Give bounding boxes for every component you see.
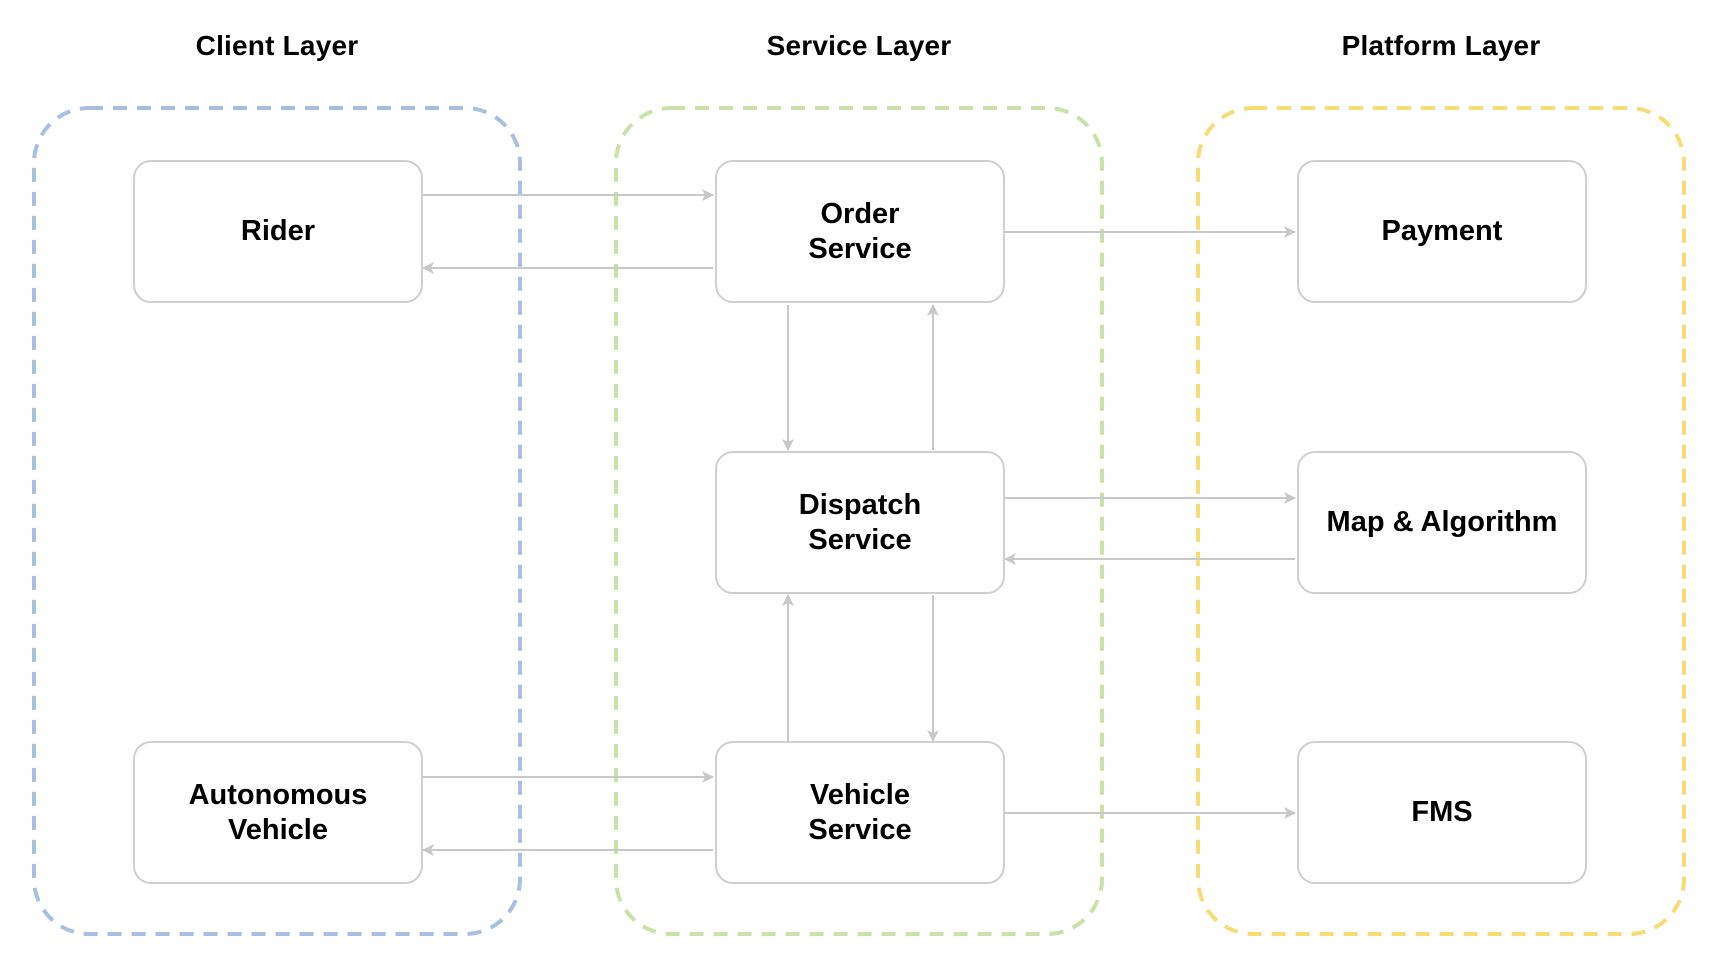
order-service-label: Order Service [808, 197, 912, 265]
rider-label: Rider [240, 215, 316, 247]
map-algorithm-label: Map & Algorithm [1326, 506, 1558, 538]
fms-label: FMS [1411, 796, 1473, 828]
autonomous-vehicle-node: Autonomous Vehicle [133, 741, 423, 884]
dispatch-service-label: Dispatch Service [798, 488, 922, 556]
fms-node: FMS [1297, 741, 1587, 884]
service-layer-group [614, 106, 1104, 936]
platform-layer-title: Platform Layer [1341, 30, 1541, 61]
payment-label: Payment [1381, 215, 1503, 247]
dispatch-service-node: Dispatch Service [715, 451, 1005, 594]
rider-node: Rider [133, 160, 423, 303]
order-service-node: Order Service [715, 160, 1005, 303]
client-layer-group [32, 106, 522, 936]
vehicle-service-label: Vehicle Service [808, 778, 912, 846]
autonomous-vehicle-label: Autonomous Vehicle [188, 778, 368, 846]
payment-node: Payment [1297, 160, 1587, 303]
client-layer-title: Client Layer [195, 30, 359, 61]
map-algorithm-node: Map & Algorithm [1297, 451, 1587, 594]
platform-layer-group [1196, 106, 1686, 936]
vehicle-service-node: Vehicle Service [715, 741, 1005, 884]
service-layer-title: Service Layer [766, 30, 952, 61]
